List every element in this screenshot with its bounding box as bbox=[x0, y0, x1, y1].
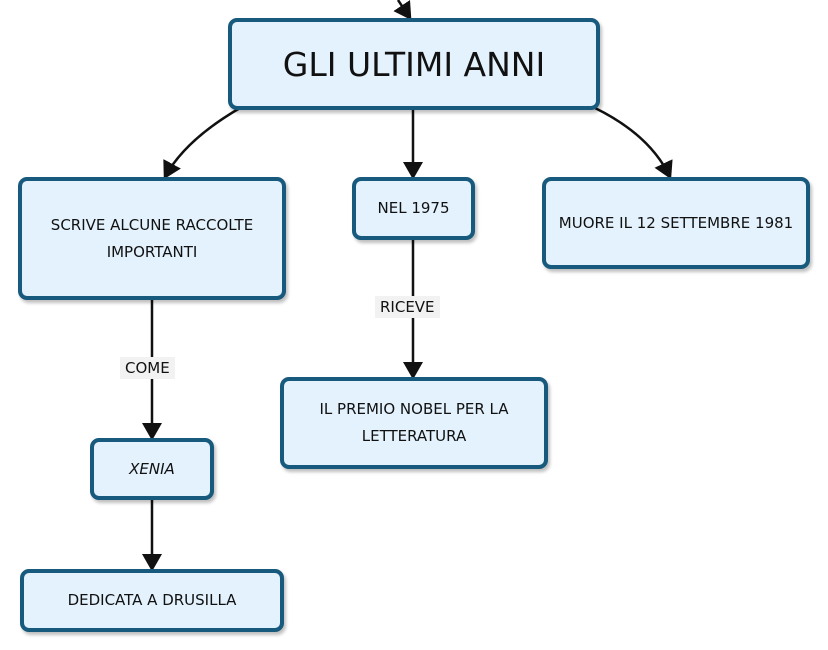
node-nel1975[interactable]: NEL 1975 bbox=[352, 177, 475, 240]
link-label-riceve: RICEVE bbox=[375, 296, 440, 318]
line-main-to-raccolte bbox=[163, 106, 241, 180]
node-raccolte-text: SCRIVE ALCUNE RACCOLTE IMPORTANTI bbox=[50, 215, 254, 261]
link-label-riceve-text: RICEVE bbox=[380, 298, 435, 316]
link-label-come-text: COME bbox=[125, 359, 170, 377]
node-muore-text: MUORE IL 12 SETTEMBRE 1981 bbox=[558, 213, 794, 232]
node-xenia[interactable]: XENIA bbox=[90, 438, 214, 500]
node-xenia-text: XENIA bbox=[129, 459, 175, 478]
link-label-come: COME bbox=[120, 357, 175, 379]
incoming-line bbox=[393, 0, 412, 21]
node-nobel-text: IL PREMIO NOBEL PER LA LETTERATURA bbox=[319, 400, 509, 445]
node-drusilla-text: DEDICATA A DRUSILLA bbox=[67, 591, 237, 609]
node-raccolte[interactable]: SCRIVE ALCUNE RACCOLTE IMPORTANTI bbox=[18, 177, 286, 300]
node-muore[interactable]: MUORE IL 12 SETTEMBRE 1981 bbox=[542, 177, 810, 269]
main-topic-node[interactable]: GLI ULTIMI ANNI bbox=[228, 18, 600, 110]
line-main-to-muore bbox=[594, 106, 673, 180]
node-nobel[interactable]: IL PREMIO NOBEL PER LA LETTERATURA bbox=[280, 377, 548, 469]
node-drusilla[interactable]: DEDICATA A DRUSILLA bbox=[20, 569, 284, 632]
node-nel1975-text: NEL 1975 bbox=[377, 199, 450, 217]
main-topic-text: GLI ULTIMI ANNI bbox=[282, 44, 546, 84]
